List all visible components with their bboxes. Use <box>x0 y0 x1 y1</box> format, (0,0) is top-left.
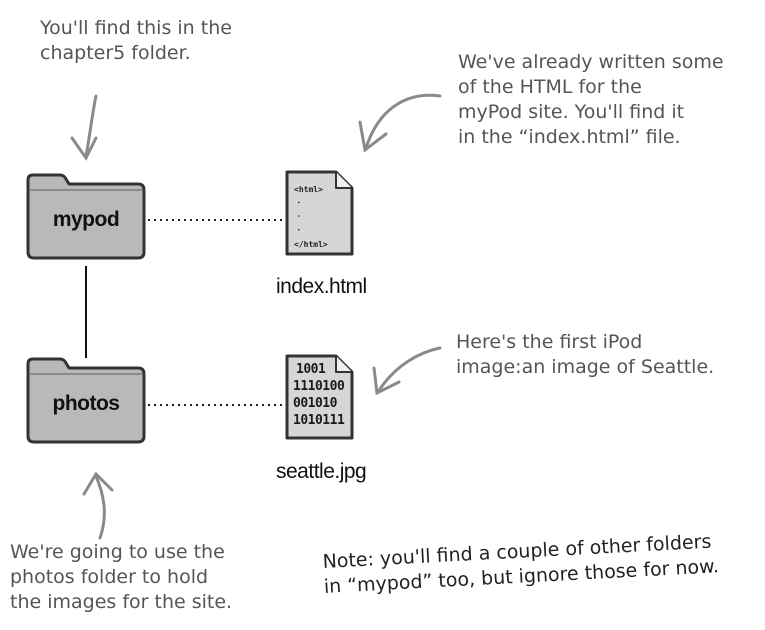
html-close-tag: </html> <box>294 240 328 249</box>
html-file-icon <box>285 170 354 256</box>
annotation-line: You'll find this in the <box>40 17 232 39</box>
first-image-annotation: Here's the first iPod image:an image of … <box>456 330 714 380</box>
html-open-tag: <html> <box>294 185 323 194</box>
chapter-folder-arrow <box>70 94 98 161</box>
mypod-folder: mypod <box>22 170 150 260</box>
annotation-line: image:an image of Seattle. <box>456 356 715 378</box>
html-note-arrow <box>358 93 442 153</box>
annotation-line: chapter5 folder. <box>40 42 191 64</box>
annotation-line: photos folder to hold <box>10 566 209 588</box>
index-html-filename: index.html <box>276 275 367 298</box>
photos-note-arrow <box>82 471 114 540</box>
seattle-jpg-file: 1001 1110100 001010 1010111 <box>284 352 356 444</box>
binary-line: 1110100 <box>293 379 345 394</box>
annotation-line: myPod site. You'll find it <box>458 101 685 123</box>
chapter-folder-annotation: You'll find this in the chapter5 folder. <box>40 16 232 66</box>
folder-icon <box>26 173 146 260</box>
annotation-line: We've already written some <box>458 51 724 73</box>
binary-line: 1001 <box>296 362 326 377</box>
photos-folder-annotation: We're going to use the photos folder to … <box>10 540 232 615</box>
html-ellipsis: . . . <box>296 200 305 235</box>
seattle-jpg-filename: seattle.jpg <box>276 460 367 483</box>
binary-line: 001010 <box>293 396 337 411</box>
annotation-line: Here's the first iPod <box>456 331 643 353</box>
html-written-annotation: We've already written some of the HTML f… <box>458 50 724 150</box>
binary-line: 1010111 <box>293 413 345 428</box>
binary-file-icon <box>285 354 354 440</box>
index-html-file: <html> . . . </html> <box>284 168 356 260</box>
folder-icon <box>26 357 146 444</box>
first-image-arrow <box>372 346 442 396</box>
folder-label: mypod <box>52 208 120 231</box>
annotation-line: We're going to use the <box>10 541 225 563</box>
annotation-line: in the “index.html” file. <box>458 126 681 148</box>
photos-folder: photos <box>22 354 150 444</box>
annotation-line: the images for the site. <box>10 591 233 613</box>
folder-label: photos <box>52 392 120 415</box>
annotation-line: of the HTML for the <box>458 76 642 98</box>
